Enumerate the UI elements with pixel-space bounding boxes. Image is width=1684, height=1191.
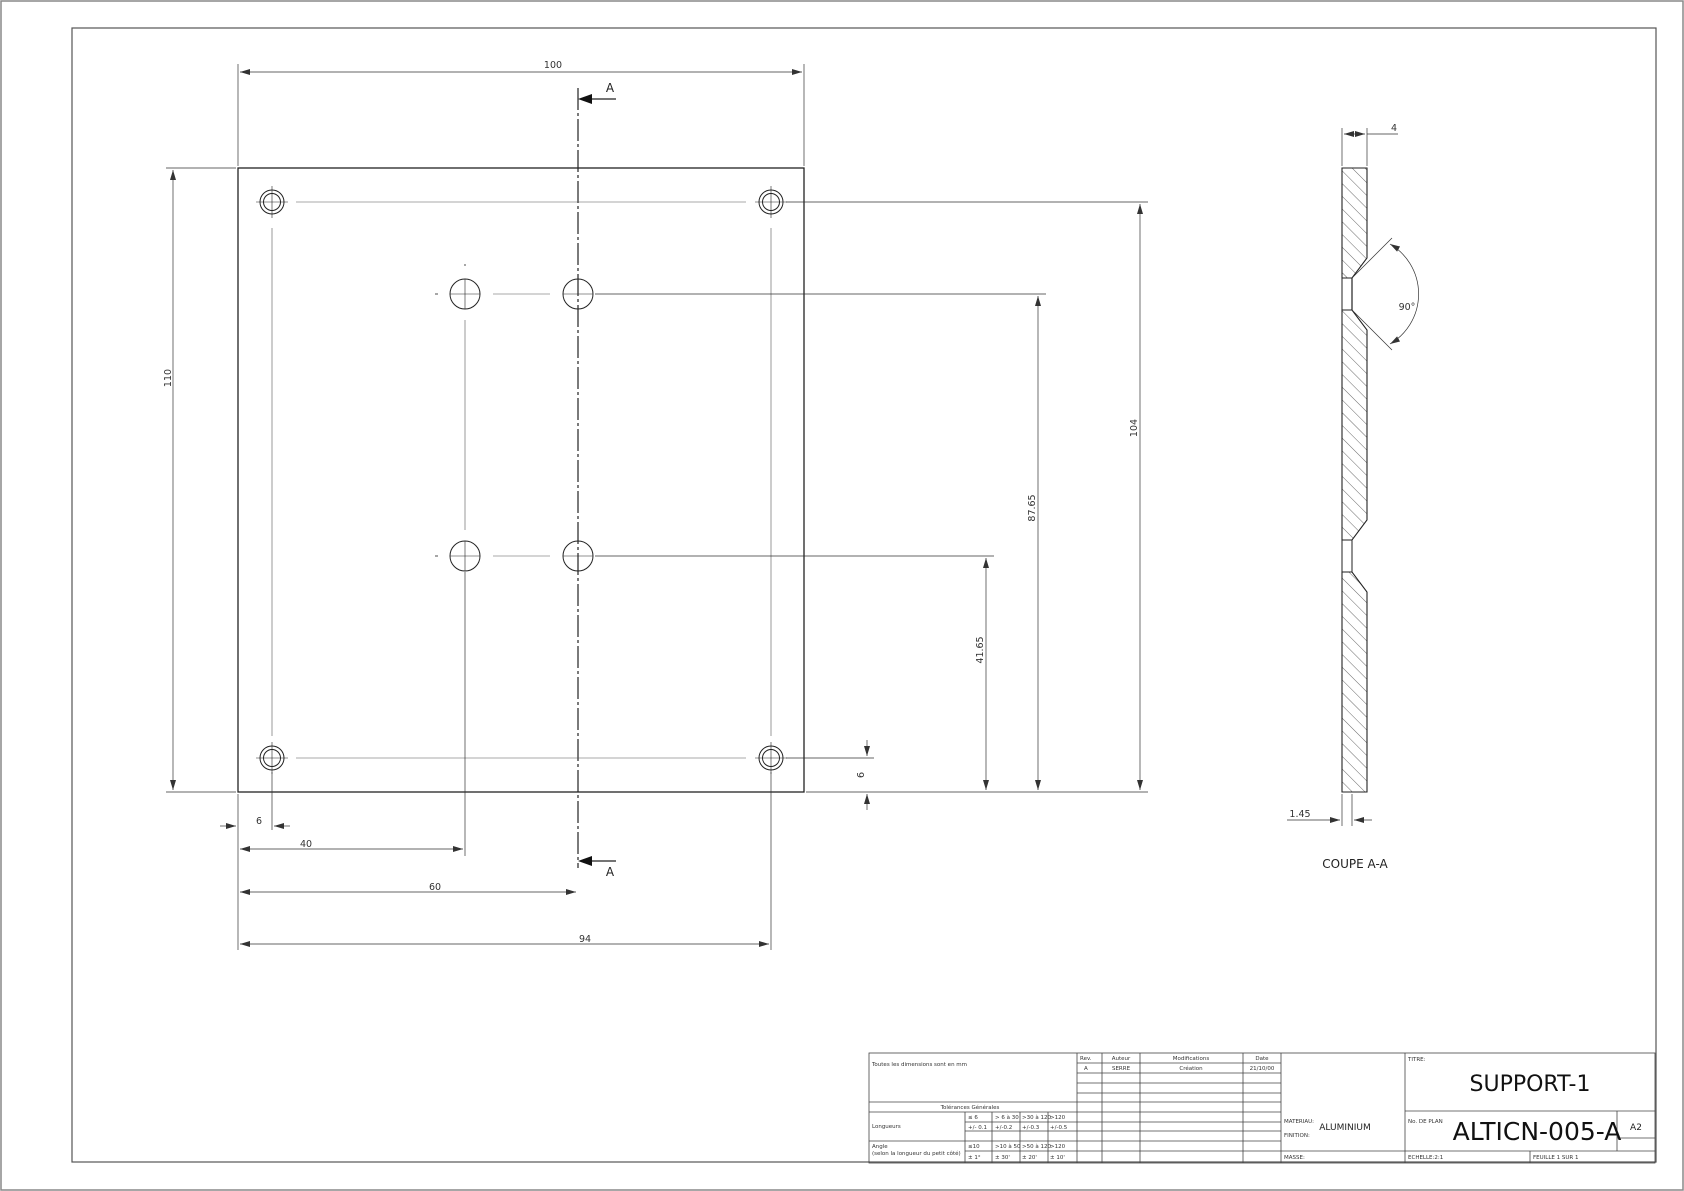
- tb-sheet-no: FEUILLE 1 SUR 1: [1533, 1155, 1578, 1161]
- dim-hole-pitch-vertical: [786, 201, 1148, 793]
- dim-center-hole-x-text: 60: [429, 882, 441, 893]
- section-arrow-top: [578, 94, 616, 104]
- section-view: [1287, 128, 1419, 826]
- inner-hole-lower-center: [562, 540, 594, 572]
- dim-upper-hole-height-text: 87.65: [1027, 494, 1038, 521]
- dim-inner-hole-x: [237, 572, 466, 856]
- dim-section-angle: [1351, 237, 1419, 351]
- dim-center-hole-x: [237, 856, 576, 900]
- dim-bottom-offset-text: 6: [856, 772, 867, 778]
- inner-hole-upper-center: [562, 278, 594, 310]
- dim-section-thickness: [1341, 128, 1398, 166]
- hole-construction-lines: [271, 201, 772, 759]
- corner-hole-top-right: [755, 186, 787, 218]
- section-marker-bottom: A: [606, 865, 615, 879]
- tb-ang-tol-0: ± 1°: [968, 1155, 981, 1161]
- tb-len-range-0: ≤ 6: [968, 1115, 978, 1121]
- dim-upper-hole-height: [595, 293, 1046, 790]
- dim-section-thickness-text: 4: [1391, 123, 1397, 134]
- dim-bottom-offset: [786, 740, 874, 810]
- tb-scale: ECHELLE:2:1: [1408, 1155, 1443, 1161]
- tb-len-tol-1: +/-0.2: [995, 1125, 1012, 1131]
- tb-ang-tol-2: ± 20': [1022, 1155, 1037, 1161]
- dim-inner-hole-x-text: 40: [300, 839, 312, 850]
- section-arrow-bottom: [578, 856, 616, 866]
- tb-len-range-1: > 6 à 30: [995, 1114, 1019, 1121]
- tb-date-header: Date: [1255, 1056, 1269, 1062]
- tb-angle-label-1: Angle: [872, 1144, 888, 1150]
- dim-overall-height-text: 110: [163, 369, 174, 387]
- tb-ang-tol-1: ± 30': [995, 1155, 1010, 1161]
- corner-hole-bottom-right: [755, 742, 787, 774]
- tb-mod-value: Création: [1179, 1065, 1203, 1072]
- tb-len-tol-0: +/- 0.1: [968, 1125, 987, 1131]
- tb-material-label: MATERIAU:: [1284, 1119, 1314, 1125]
- dim-hole-pitch-horizontal: [237, 772, 772, 950]
- inner-border: [71, 27, 1657, 1163]
- tb-plan-label: No. DE PLAN: [1408, 1119, 1443, 1125]
- tb-mass-label: MASSE:: [1284, 1155, 1305, 1161]
- inner-hole-lower-left: [435, 540, 481, 572]
- tb-rev-header: Rev.: [1080, 1056, 1092, 1062]
- tb-ang-tol-3: ± 10': [1050, 1155, 1065, 1161]
- dim-left-offset: [220, 772, 290, 830]
- dim-overall-width-text: 100: [544, 60, 562, 71]
- dim-lower-hole-height: [595, 555, 994, 790]
- tb-material-value: ALUMINIUM: [1319, 1123, 1370, 1133]
- tb-tol-heading: Tolérances Générales: [940, 1104, 1000, 1111]
- dim-section-counterbore: [1287, 794, 1372, 826]
- tb-plan-value: ALTICN-005-A: [1453, 1117, 1622, 1146]
- dim-overall-height: [166, 167, 236, 793]
- tb-ang-range-0: ≤10: [968, 1144, 980, 1150]
- section-segment-top: [1341, 167, 1368, 279]
- tb-ang-range-1: >10 à 50: [995, 1143, 1021, 1150]
- front-view: [166, 64, 1148, 950]
- tb-note: Toutes les dimensions sont en mm: [871, 1062, 967, 1068]
- tb-finish-label: FINITION:: [1284, 1133, 1310, 1139]
- section-title: COUPE A-A: [1322, 857, 1388, 871]
- tb-ang-range-3: >120: [1050, 1144, 1066, 1150]
- tb-len-tol-3: +/-0.5: [1050, 1125, 1068, 1131]
- dim-section-angle-text: 90°: [1399, 302, 1416, 313]
- tb-angle-label-2: (selon la longueur du petit côté): [872, 1150, 961, 1157]
- corner-hole-top-left: [256, 186, 288, 218]
- tb-len-tol-2: +/-0.3: [1022, 1125, 1040, 1131]
- dim-hole-pitch-vertical-text: 104: [1129, 419, 1140, 437]
- dim-lower-hole-height-text: 41.65: [975, 636, 986, 663]
- section-segment-middle: [1341, 309, 1368, 541]
- tb-rev-value: A: [1084, 1066, 1088, 1072]
- tb-author-header: Auteur: [1112, 1056, 1131, 1062]
- dim-hole-pitch-horizontal-text: 94: [579, 934, 591, 945]
- tb-title-value: SUPPORT-1: [1470, 1072, 1591, 1097]
- tb-len-range-2: >30 à 120: [1022, 1114, 1051, 1121]
- tb-sheet-size: A2: [1630, 1123, 1642, 1133]
- tb-mod-header: Modifications: [1173, 1056, 1210, 1062]
- section-marker-top: A: [606, 81, 615, 95]
- tb-date-value: 21/10/00: [1250, 1066, 1275, 1072]
- tb-len-range-3: >120: [1050, 1115, 1066, 1121]
- corner-hole-bottom-left: [256, 742, 288, 774]
- inner-hole-upper-left: [435, 264, 481, 310]
- section-segment-bottom: [1341, 571, 1368, 793]
- title-block: [868, 1052, 1656, 1164]
- dim-section-counterbore-text: 1.45: [1289, 809, 1310, 820]
- tb-author-value: SERRE: [1112, 1066, 1131, 1072]
- plate-outline: [237, 167, 805, 793]
- tb-length-label: Longueurs: [872, 1124, 901, 1130]
- dim-overall-width: [237, 64, 805, 166]
- tb-title-label: TITRE:: [1407, 1057, 1426, 1063]
- tb-ang-range-2: >50 à 120: [1022, 1143, 1051, 1150]
- dim-left-offset-text: 6: [256, 816, 262, 827]
